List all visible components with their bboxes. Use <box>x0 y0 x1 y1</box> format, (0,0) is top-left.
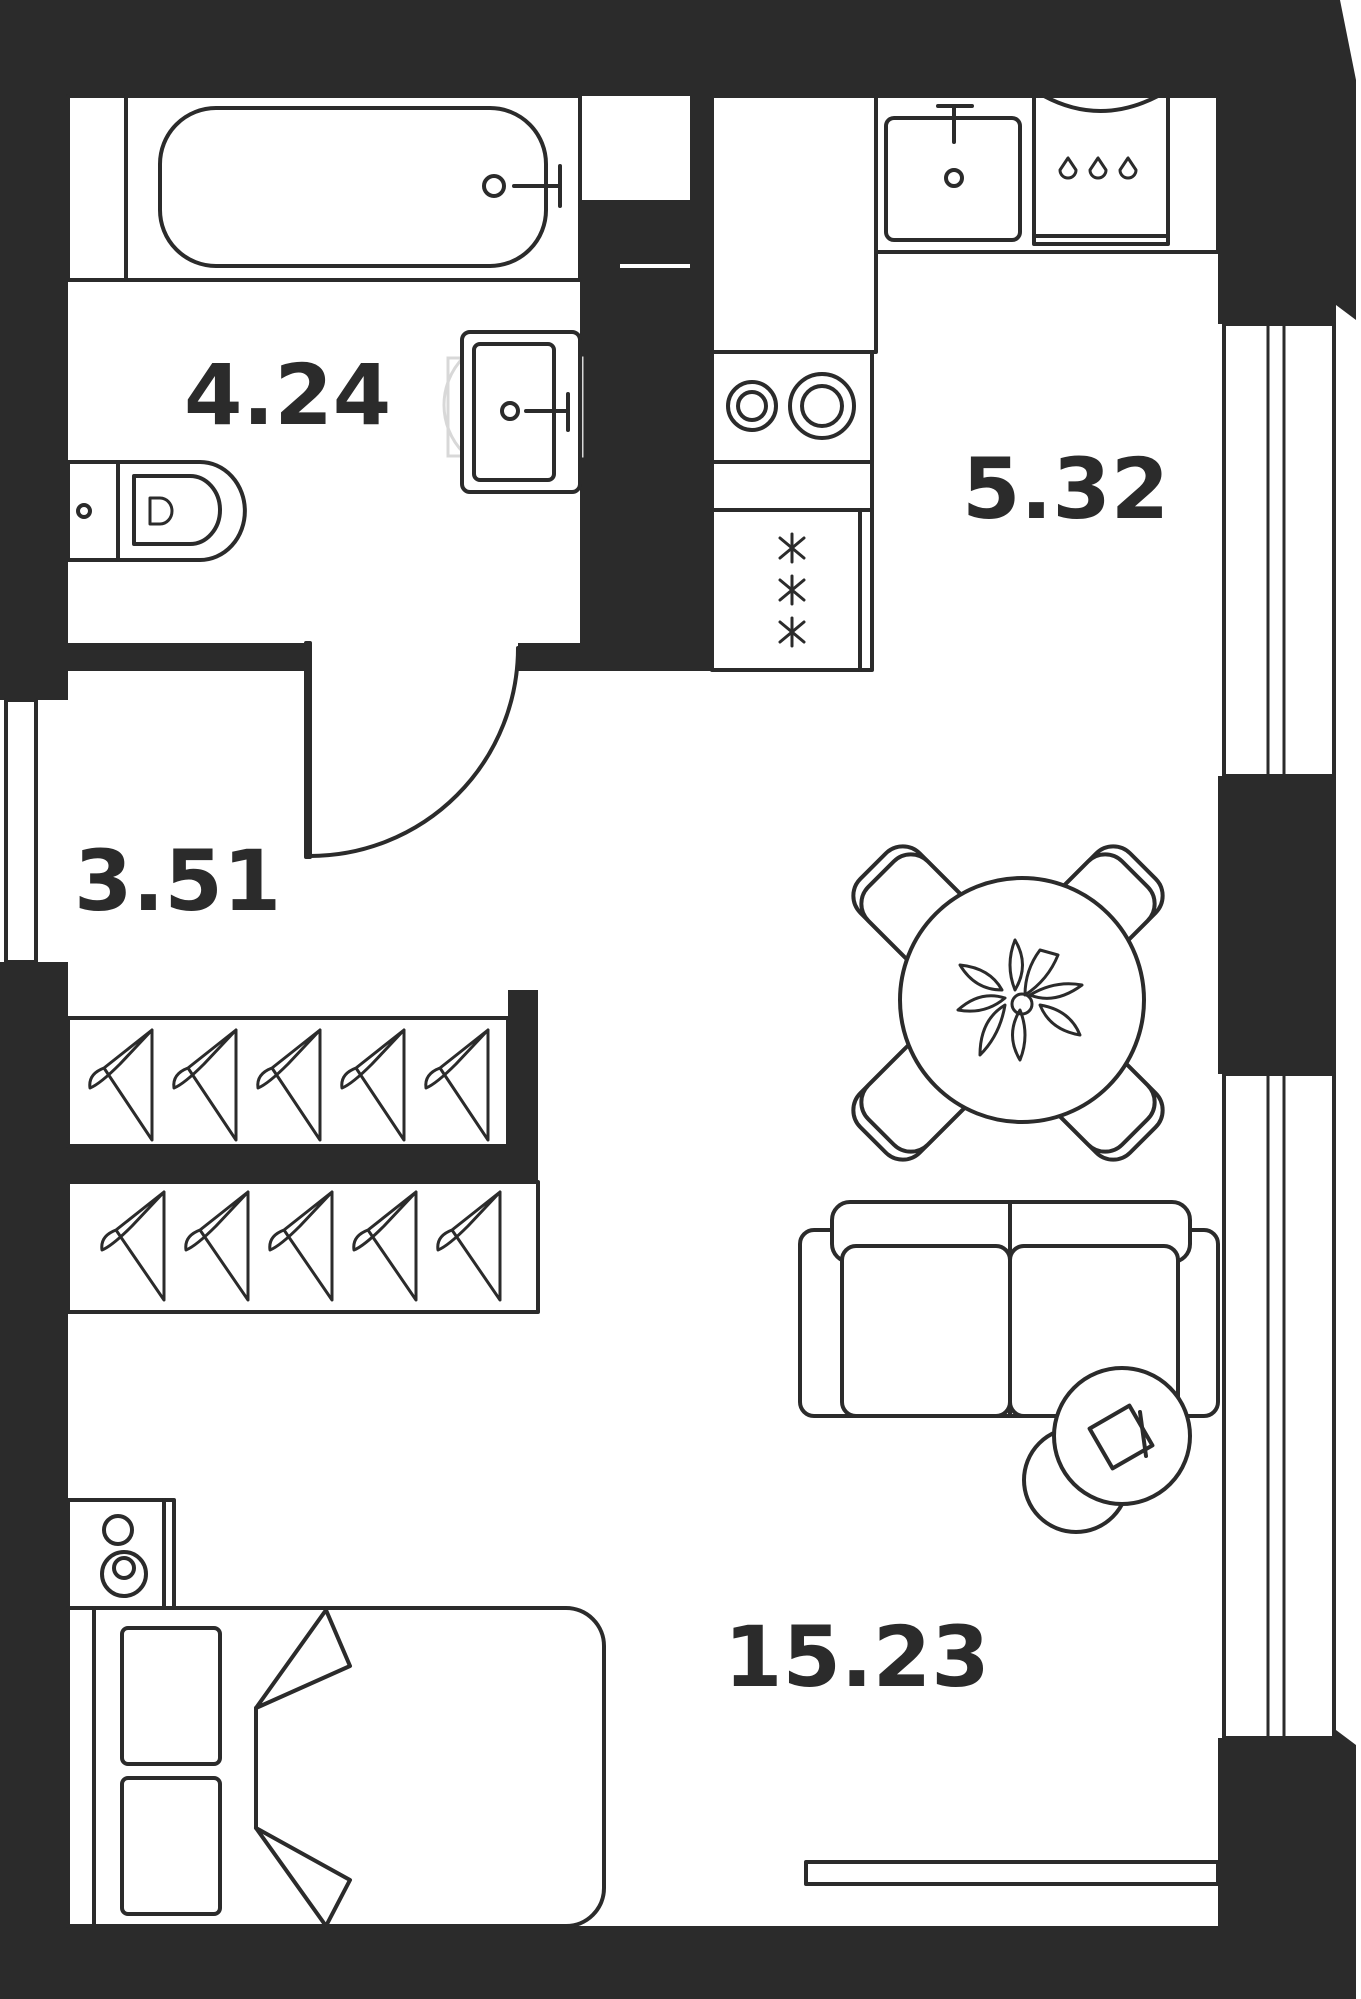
hallway: 3.51 <box>66 832 540 1314</box>
bathroom: 4.24 <box>66 94 584 562</box>
kitchen: 5.32 <box>710 94 1220 672</box>
windows <box>4 322 1336 1740</box>
sink-icon <box>442 330 584 494</box>
toilet-icon <box>66 460 247 562</box>
window-hallway <box>4 698 38 964</box>
flower-icon <box>956 938 1084 1062</box>
nightstand-icon <box>66 1498 176 1610</box>
tv-stand-icon <box>804 1860 1220 1886</box>
window-living <box>1222 1072 1336 1740</box>
room-area-living-room: 15.23 <box>724 1608 990 1706</box>
room-area-kitchen: 5.32 <box>962 440 1169 538</box>
door-icon <box>304 641 520 859</box>
fridge-icon <box>710 508 874 672</box>
room-area-hallway: 3.51 <box>74 832 281 930</box>
bed-icon <box>66 1606 606 1928</box>
wardrobe-icon <box>66 1016 510 1148</box>
counter <box>710 94 878 354</box>
room-area-bathroom: 4.24 <box>184 346 391 444</box>
wardrobe-icon <box>66 1180 540 1314</box>
coffee-table-icon <box>1022 1366 1192 1534</box>
window-kitchen <box>1222 322 1336 778</box>
kitchen-sink-icon <box>884 104 1022 242</box>
hob-icon <box>726 372 856 440</box>
dining-table-icon <box>851 844 1165 1162</box>
living-room: 15.23 <box>66 844 1220 1928</box>
dishwasher-icon <box>1032 94 1170 246</box>
